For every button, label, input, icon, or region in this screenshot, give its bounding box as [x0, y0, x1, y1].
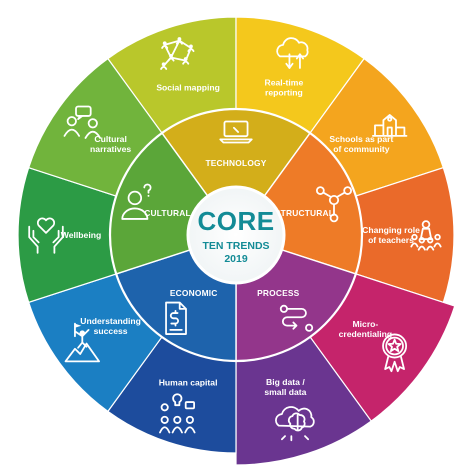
outer-segment-label: Micro- — [353, 319, 379, 329]
core-logo-text: CORE — [197, 206, 274, 236]
outer-segment-label: Social mapping — [156, 83, 220, 93]
community-buildings-icon — [372, 114, 408, 137]
ring-divider — [108, 107, 364, 363]
outer-segment-6: Human capital — [107, 336, 237, 454]
outer-segment-label: Real-time — [265, 78, 304, 88]
brain-cloud-icon — [275, 406, 315, 442]
center-badge: CORE TEN TRENDS 2019 — [186, 185, 286, 285]
conversation-icon — [63, 105, 102, 139]
inner-ring: TECHNOLOGY STRUCTURAL PROCESS ECONOMIC CULTU… — [108, 107, 364, 363]
outer-segment-8: Wellbeing — [17, 166, 117, 304]
outer-segment-label: success — [94, 326, 128, 336]
person-question-icon — [121, 183, 152, 220]
center-subtitle: TEN TRENDS — [202, 240, 269, 252]
outer-segment-5: Big data /small data — [235, 336, 373, 466]
document-dollar-icon — [165, 301, 187, 335]
teacher-group-icon — [410, 220, 442, 251]
heart-hands-icon — [28, 217, 64, 254]
outer-segment-label: narratives — [90, 144, 131, 154]
outer-segment-label: Changing role — [362, 225, 420, 235]
center-disc — [186, 185, 286, 285]
cloud-data-icon — [276, 37, 309, 69]
outer-segment-label: Understanding — [80, 316, 141, 326]
inner-segment-label: CULTURAL — [144, 208, 191, 218]
center-year: 2019 — [224, 253, 248, 265]
network-people-icon — [160, 37, 195, 70]
people-ideas-icon — [159, 393, 196, 434]
outer-segment-label: Schools as part — [329, 134, 393, 144]
inner-segment-label: ECONOMIC — [170, 288, 218, 298]
inner-segment-label: STRUCTURAL — [275, 208, 334, 218]
core-logo: CORE — [197, 206, 274, 236]
outer-segment-label: credentialing — [339, 329, 392, 339]
inner-segment-label: TECHNOLOGY — [205, 158, 266, 168]
outer-segment-label: Wellbeing — [61, 230, 101, 240]
badge-star-icon — [382, 333, 408, 373]
inner-segment-label: PROCESS — [257, 288, 300, 298]
outer-segment-label: Big data / — [266, 377, 305, 387]
laptop-icon — [219, 120, 253, 144]
outer-segment-label: small data — [264, 387, 306, 397]
structure-nodes-icon — [315, 186, 353, 223]
summit-flag-icon — [64, 322, 100, 363]
outer-segment-label: reporting — [265, 88, 303, 98]
outer-segment-label: Human capital — [159, 377, 218, 387]
process-flow-icon — [279, 304, 314, 332]
outer-segment-label: of teachers — [368, 235, 414, 245]
outer-segment-label: of community — [333, 144, 390, 154]
outer-segment-label: Cultural — [94, 134, 126, 144]
